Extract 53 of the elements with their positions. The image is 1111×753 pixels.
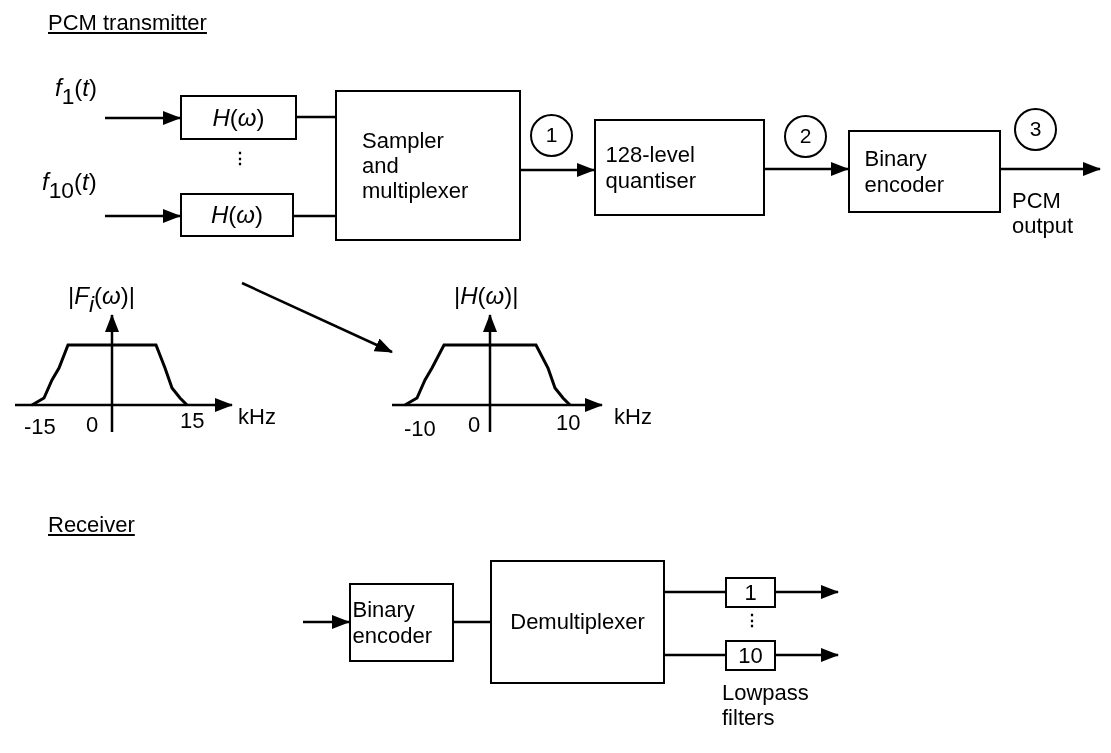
filter-caption: Lowpass filters xyxy=(722,680,810,731)
block-label: 128-level quantiser xyxy=(605,142,697,193)
connector-line xyxy=(665,653,725,657)
process-box xyxy=(349,583,454,662)
arrow xyxy=(776,585,839,599)
ellipsis: ⋮ xyxy=(232,150,248,169)
connector-line xyxy=(297,115,335,119)
tick-label: 15 xyxy=(180,408,205,434)
ellipsis: ⋮ xyxy=(744,612,760,631)
arrow xyxy=(776,648,839,662)
block-label: H(ω) xyxy=(212,103,265,132)
process-box xyxy=(848,130,1001,213)
block-label: 2 xyxy=(799,124,812,149)
arrow xyxy=(521,163,595,177)
output-label: PCM output xyxy=(1012,188,1075,239)
filter-box xyxy=(180,95,297,140)
block-label: Demultiplexer xyxy=(510,609,645,635)
connector-line xyxy=(665,590,725,594)
unit-label: kHz xyxy=(614,404,652,430)
arrow xyxy=(303,615,350,629)
block-label: Binary encoder xyxy=(864,146,945,197)
filter-box xyxy=(725,577,776,608)
block-label: Binary encoder xyxy=(352,597,433,648)
tick-label: 10 xyxy=(556,410,581,436)
arrow xyxy=(241,281,393,354)
arrow xyxy=(105,111,181,125)
process-box xyxy=(594,119,765,216)
tick-label: -10 xyxy=(404,416,436,442)
tick-label: 0 xyxy=(86,412,99,438)
block-label: 1 xyxy=(545,123,558,148)
callout-circle xyxy=(530,114,573,157)
process-box xyxy=(490,560,665,684)
arrow xyxy=(1001,162,1101,176)
callout-circle xyxy=(1014,108,1057,151)
filter-box xyxy=(180,193,294,237)
arrow xyxy=(765,162,849,176)
block-label: 10 xyxy=(738,642,763,669)
block-label: 3 xyxy=(1029,117,1042,142)
process-box xyxy=(335,90,521,241)
section-heading: PCM transmitter xyxy=(48,10,207,36)
unit-label: kHz xyxy=(238,404,276,430)
tick-label: -15 xyxy=(24,414,56,440)
block-label: H(ω) xyxy=(210,201,263,229)
tick-label: 0 xyxy=(468,412,481,438)
axis-title: |H(ω)| xyxy=(454,282,519,310)
callout-circle xyxy=(784,115,827,158)
connector-line xyxy=(294,214,335,218)
filter-box xyxy=(725,640,776,671)
connector-line xyxy=(454,620,490,624)
block-label: Sampler and multiplexer xyxy=(362,127,470,204)
block-label: 1 xyxy=(744,579,757,606)
arrow xyxy=(105,209,181,223)
section-heading: Receiver xyxy=(48,512,135,538)
